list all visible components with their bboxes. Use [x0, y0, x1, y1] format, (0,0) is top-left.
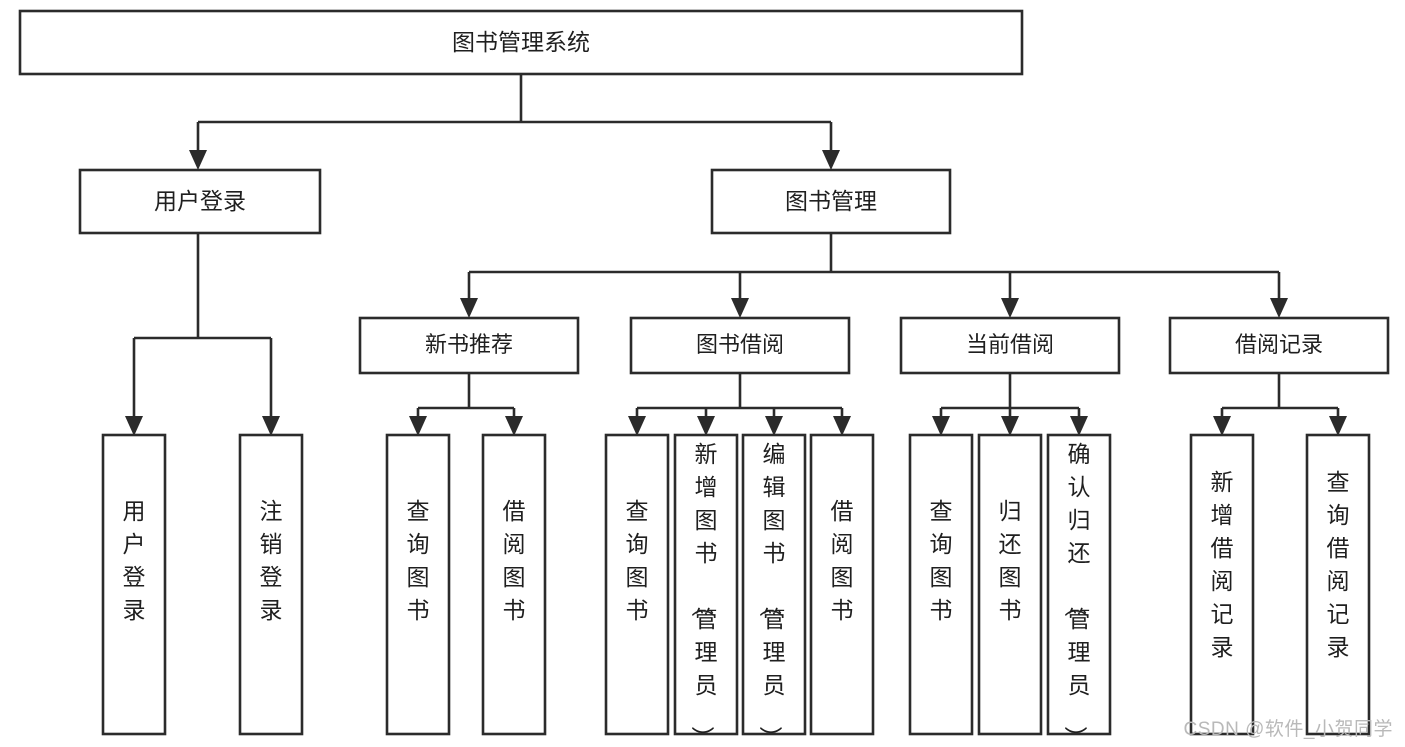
connector-group-new-book-recommend — [409, 373, 523, 436]
node-new-book-recommend-box[interactable] — [358, 316, 580, 375]
connector-group-borrow-record — [1213, 373, 1347, 436]
node-leaf-add-book-box[interactable] — [673, 433, 739, 736]
node-borrow-record[interactable]: 借阅记录 — [1168, 316, 1390, 375]
node-leaf-return-book-label: 归还图书 — [999, 498, 1022, 623]
node-leaf-query-book-2-box[interactable] — [604, 433, 670, 736]
arrow-head-leaf-query-book-2 — [628, 416, 646, 436]
node-leaf-return-book[interactable]: 归还图书 — [977, 433, 1043, 736]
arrow-head-leaf-confirm-return — [1070, 416, 1088, 436]
node-book-manage[interactable]: 图书管理 — [710, 168, 952, 235]
node-leaf-add-book-label: 新增图书（管理员） — [690, 441, 718, 747]
connector-group-current-borrow — [932, 373, 1088, 436]
arrow-head-book-borrow — [731, 298, 749, 318]
node-leaf-user-login-box[interactable] — [101, 433, 167, 736]
node-leaf-query-record-box[interactable] — [1305, 433, 1371, 736]
node-leaf-query-book-1-label: 查询图书 — [407, 498, 430, 623]
arrow-head-current-borrow — [1001, 298, 1019, 318]
node-leaf-query-book-3-label: 查询图书 — [930, 498, 953, 623]
arrow-head-leaf-return-book — [1001, 416, 1019, 436]
node-new-book-recommend-label: 新书推荐 — [425, 332, 513, 357]
node-leaf-query-book-3[interactable]: 查询图书 — [908, 433, 974, 736]
node-book-manage-box[interactable] — [710, 168, 952, 235]
node-leaf-edit-book-box[interactable] — [741, 433, 807, 736]
connector-group-root — [189, 75, 840, 170]
node-user-login-label: 用户登录 — [154, 188, 246, 214]
arrow-head-leaf-logout-login — [262, 416, 280, 436]
node-leaf-user-login[interactable]: 用户登录 — [101, 433, 167, 736]
node-book-manage-label: 图书管理 — [785, 188, 877, 214]
node-leaf-query-record[interactable]: 查询借阅记录 — [1305, 433, 1371, 736]
node-user-login[interactable]: 用户登录 — [78, 168, 322, 235]
node-leaf-query-book-2-label: 查询图书 — [626, 498, 649, 623]
arrow-head-leaf-borrow-book-2 — [833, 416, 851, 436]
node-leaf-add-book[interactable]: 新增图书（管理员） — [673, 433, 739, 747]
node-current-borrow-box[interactable] — [899, 316, 1121, 375]
node-leaf-logout-login-box[interactable] — [238, 433, 304, 736]
arrow-head-leaf-add-book — [697, 416, 715, 436]
connector-group-user-login — [125, 233, 280, 436]
node-user-login-box[interactable] — [78, 168, 322, 235]
arrow-head-book-manage — [822, 150, 840, 170]
node-leaf-query-book-1-box[interactable] — [385, 433, 451, 736]
node-leaf-edit-book[interactable]: 编辑图书（管理员） — [741, 433, 807, 747]
arrow-head-leaf-query-book-1 — [409, 416, 427, 436]
arrow-head-borrow-record — [1270, 298, 1288, 318]
arrow-head-leaf-query-book-3 — [932, 416, 950, 436]
node-leaf-borrow-book-2-box[interactable] — [809, 433, 875, 736]
node-leaf-logout-login[interactable]: 注销登录 — [238, 433, 304, 736]
node-leaf-borrow-book-2-label: 借阅图书 — [831, 498, 854, 623]
node-leaf-logout-login-label: 注销登录 — [260, 498, 283, 623]
connector-group-book-manage — [460, 233, 1288, 318]
node-leaf-user-login-label: 用户登录 — [123, 498, 146, 623]
node-leaf-edit-book-label: 编辑图书（管理员） — [758, 441, 786, 747]
node-leaf-borrow-book-1-label: 借阅图书 — [503, 498, 526, 623]
node-book-borrow[interactable]: 图书借阅 — [629, 316, 851, 375]
node-leaf-confirm-return-label: 确认归还（管理员） — [1063, 441, 1091, 747]
node-leaf-query-book-1[interactable]: 查询图书 — [385, 433, 451, 736]
arrow-head-user-login — [189, 150, 207, 170]
node-leaf-add-record-label: 新增借阅记录 — [1211, 469, 1234, 660]
arrow-head-new-book-recommend — [460, 298, 478, 318]
node-current-borrow[interactable]: 当前借阅 — [899, 316, 1121, 375]
node-borrow-record-box[interactable] — [1168, 316, 1390, 375]
node-new-book-recommend[interactable]: 新书推荐 — [358, 316, 580, 375]
node-book-borrow-label: 图书借阅 — [696, 332, 784, 357]
node-leaf-return-book-box[interactable] — [977, 433, 1043, 736]
arrow-head-leaf-user-login — [125, 416, 143, 436]
node-leaf-borrow-book-1[interactable]: 借阅图书 — [481, 433, 547, 736]
node-root-box[interactable] — [18, 9, 1024, 76]
csdn-watermark: CSDN @软件_小贺同学 — [1183, 719, 1393, 740]
node-book-borrow-box[interactable] — [629, 316, 851, 375]
node-leaf-query-record-label: 查询借阅记录 — [1327, 469, 1350, 660]
arrow-head-leaf-query-record — [1329, 416, 1347, 436]
node-current-borrow-label: 当前借阅 — [966, 332, 1054, 357]
node-leaf-confirm-return[interactable]: 确认归还（管理员） — [1046, 433, 1112, 747]
node-leaf-add-record[interactable]: 新增借阅记录 — [1189, 433, 1255, 736]
arrow-head-leaf-borrow-book-1 — [505, 416, 523, 436]
node-borrow-record-label: 借阅记录 — [1235, 332, 1323, 357]
node-root[interactable]: 图书管理系统 — [18, 9, 1024, 76]
node-leaf-add-record-box[interactable] — [1189, 433, 1255, 736]
node-leaf-borrow-book-2[interactable]: 借阅图书 — [809, 433, 875, 736]
connector-group-book-borrow — [628, 373, 851, 436]
node-root-label: 图书管理系统 — [452, 29, 590, 55]
arrow-head-leaf-add-record — [1213, 416, 1231, 436]
node-leaf-borrow-book-1-box[interactable] — [481, 433, 547, 736]
node-leaf-confirm-return-box[interactable] — [1046, 433, 1112, 736]
node-leaf-query-book-2[interactable]: 查询图书 — [604, 433, 670, 736]
arrow-head-leaf-edit-book — [765, 416, 783, 436]
node-leaf-query-book-3-box[interactable] — [908, 433, 974, 736]
